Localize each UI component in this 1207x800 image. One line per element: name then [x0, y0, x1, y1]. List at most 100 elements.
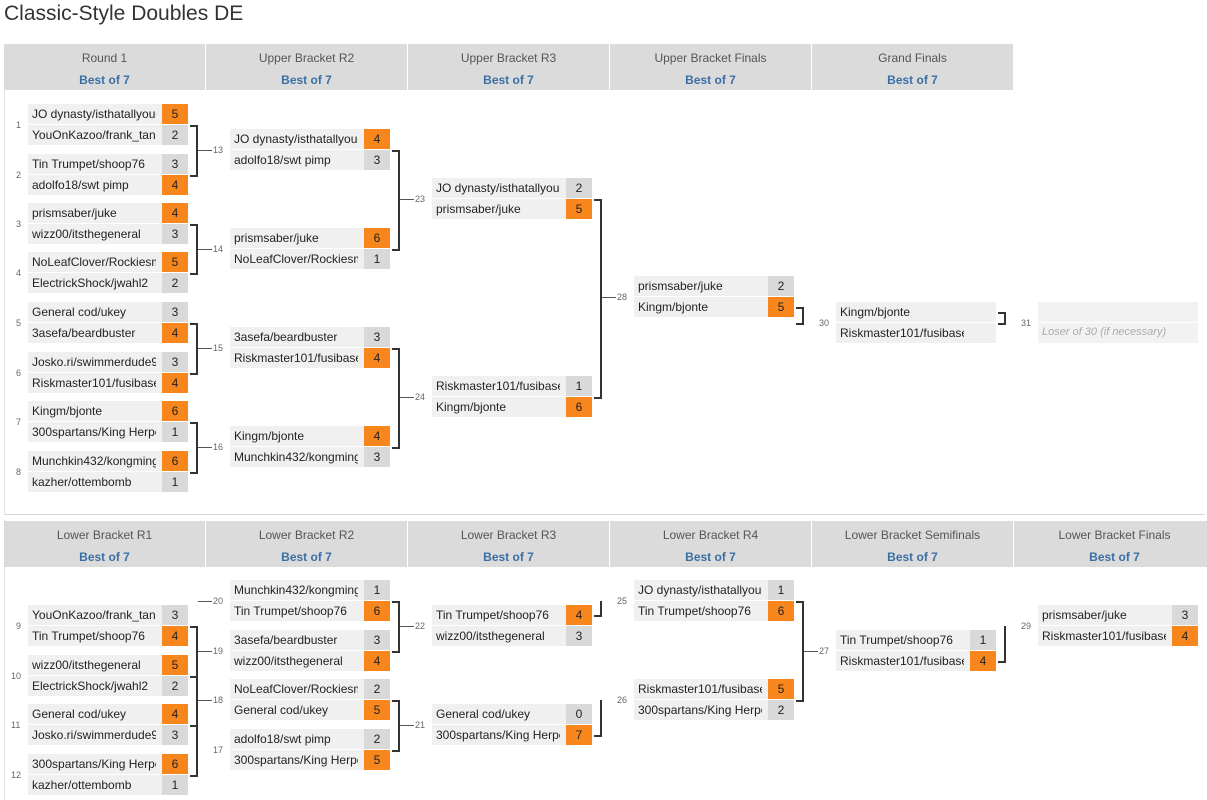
bracket-connector [392, 347, 400, 449]
team-name: 3asefa/beardbuster [234, 330, 338, 344]
team-slot[interactable]: Riskmaster101/fusibaseball4 [28, 373, 188, 393]
team-name: 300spartans/King Herpes [32, 425, 156, 439]
team-slot[interactable]: JO dynasty/isthatallyougot2 [432, 178, 592, 198]
team-slot[interactable]: Riskmaster101/fusibaseball4 [836, 651, 996, 671]
team-name: Kingm/bjonte [436, 400, 507, 414]
team-slot[interactable]: Kingm/bjonte [836, 302, 996, 322]
team-score: 2 [162, 676, 188, 696]
team-name: kazher/ottembomb [32, 475, 132, 489]
round-format: Best of 7 [281, 73, 332, 87]
team-slot[interactable]: Riskmaster101/fusibaseball1 [432, 376, 592, 396]
team-score: 5 [768, 679, 794, 699]
team-slot[interactable]: JO dynasty/isthatallyougot4 [230, 129, 390, 149]
team-slot[interactable]: Riskmaster101/fusibaseball4 [1038, 626, 1198, 646]
round-format: Best of 7 [79, 550, 130, 564]
team-score: 4 [566, 605, 592, 625]
team-name: prismsaber/juke [1042, 608, 1127, 622]
match-number: 30 [819, 318, 830, 328]
team-name: adolfo18/swt pimp [32, 178, 129, 192]
team-name: Loser of 30 (if necessary) [1042, 326, 1167, 338]
bracket-connector [594, 600, 602, 617]
bracket-connector [190, 724, 198, 777]
team-name: 300spartans/King Herpes [436, 728, 560, 742]
team-slot[interactable]: NoLeafClover/Rockiesman1 [230, 249, 390, 269]
team-slot[interactable]: Riskmaster101/fusibaseball4 [230, 348, 390, 368]
connector-line [198, 149, 212, 151]
team-slot[interactable] [1038, 302, 1198, 322]
match-number: 23 [415, 194, 426, 204]
team-slot[interactable]: kazher/ottembomb 1 [28, 472, 188, 492]
team-name: NoLeafClover/Rockiesman [234, 682, 358, 696]
round-name: Round 1 [81, 51, 128, 65]
team-slot[interactable]: NoLeafClover/Rockiesman5 [28, 252, 188, 272]
bracket-connector [998, 312, 1006, 325]
team-score: 2 [162, 273, 188, 293]
team-slot[interactable]: Riskmaster101/fusibaseball [836, 323, 996, 343]
team-name: Tin Trumpet/shoop76 [234, 604, 347, 618]
team-slot[interactable]: NoLeafClover/Rockiesman2 [230, 679, 390, 699]
round-format: Best of 7 [281, 550, 332, 564]
bracket-connector [190, 421, 198, 474]
bracket-connector [392, 600, 400, 653]
team-score: 3 [364, 447, 390, 467]
team-name: General cod/ukey [234, 703, 329, 717]
team-slot[interactable]: JO dynasty/isthatallyougot1 [634, 580, 794, 600]
team-score: 6 [162, 451, 188, 471]
team-name: Riskmaster101/fusibaseball [840, 326, 964, 340]
connector-line [198, 650, 212, 652]
round-name: Upper Bracket Finals [654, 51, 767, 65]
team-slot[interactable]: JO dynasty/isthatallyougot5 [28, 104, 188, 124]
team-score: 1 [162, 472, 188, 492]
team-name: Tin Trumpet/shoop76 [840, 633, 953, 647]
team-slot[interactable]: Loser of 30 (if necessary) [1038, 323, 1198, 343]
team-slot[interactable]: Riskmaster101/fusibaseball5 [634, 679, 794, 699]
